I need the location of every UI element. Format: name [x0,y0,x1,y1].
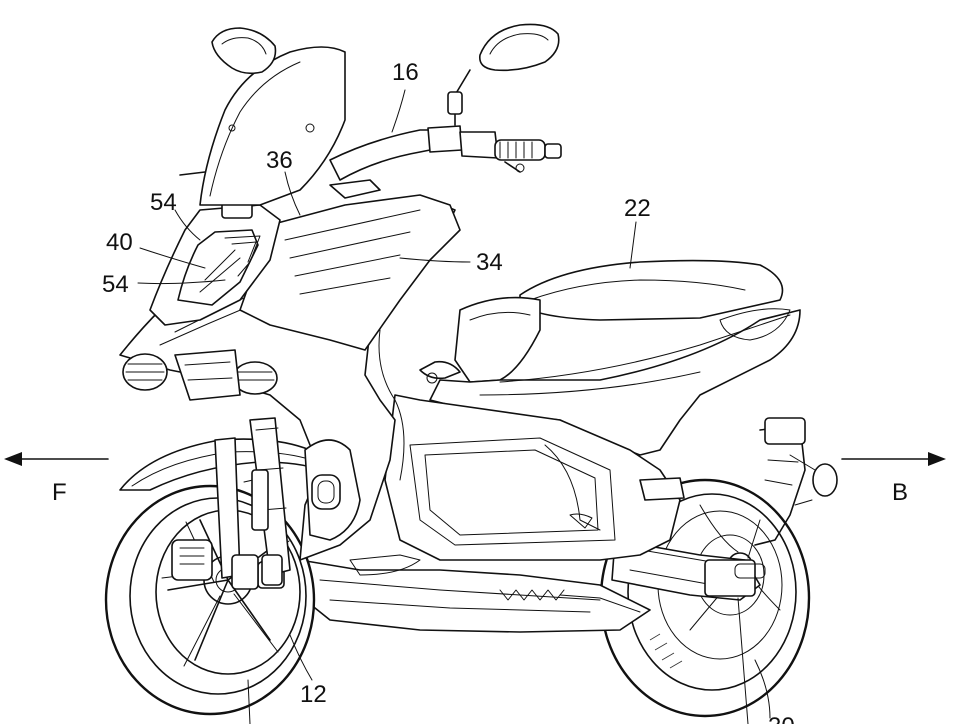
rear-body-cover [419,308,801,456]
ref-12-label: 12 [300,681,327,708]
front-direction-arrow [4,452,109,466]
direction-letters: F B [52,479,908,506]
front-lower-lights [122,349,278,401]
handlebar [329,125,562,199]
ref-36-label: 36 [266,147,293,174]
leader-lines [137,89,771,724]
left-mirror [211,27,277,75]
headlight-unit [149,197,281,326]
ref-22-label: 22 [624,195,651,222]
lower-body-panel [384,394,685,561]
ref-54-top-label: 54 [150,189,177,216]
right-mirror [447,23,560,126]
reference-numerals: 16 36 54 40 54 34 22 12 30 [102,59,795,724]
ref-34-label: 34 [476,249,503,276]
side-cover [239,194,461,351]
rear-swingarm [611,417,838,601]
front-direction-label: F [52,479,67,506]
windscreen [179,46,346,206]
ref-40-label: 40 [106,229,133,256]
front-fork [214,417,291,590]
under-floor-assembly [299,559,651,633]
ref-30-label: 30 [768,713,795,724]
ref-54-bottom-label: 54 [102,271,129,298]
ref-16-label: 16 [392,59,419,86]
seat [454,259,784,383]
back-direction-arrow [841,452,946,466]
back-direction-label: B [892,479,908,506]
